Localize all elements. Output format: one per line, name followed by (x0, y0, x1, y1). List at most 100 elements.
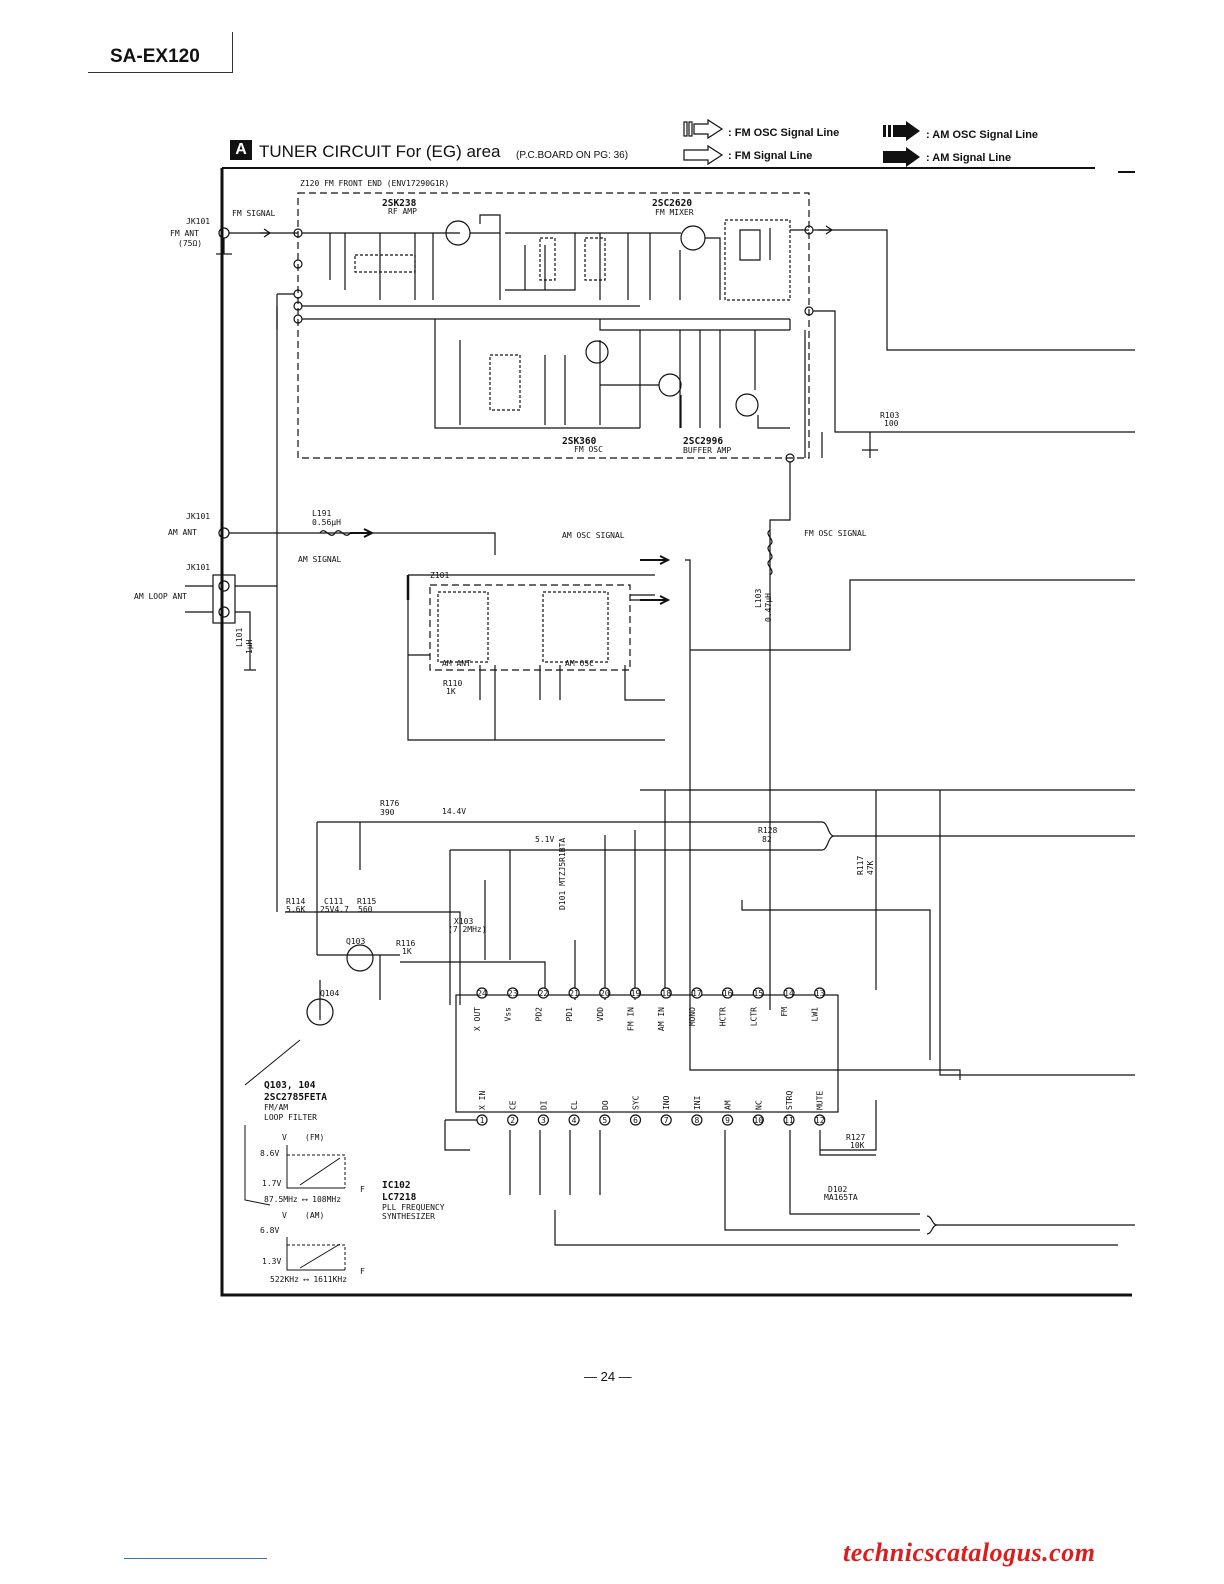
ic102-label: IC102 (382, 1180, 411, 1191)
ic-pin-name: CL (570, 1100, 579, 1110)
r103-value: 100 (884, 419, 899, 428)
r117-label: R117 (856, 856, 865, 875)
ic-pin-number: 10 (753, 1116, 763, 1125)
d102-label: D102 (828, 1185, 847, 1194)
ic-pin-5: 5DO (599, 1100, 611, 1126)
am-osc-signal-label: AM OSC SIGNAL (562, 531, 625, 540)
ic-pin-name: X OUT (473, 1007, 482, 1031)
ic-pin-4: 4CL (568, 1100, 580, 1126)
ic-pin-number: 21 (569, 989, 579, 998)
z101-box (429, 584, 631, 671)
ic-pin-number: 6 (633, 1116, 638, 1125)
legend-icons-right (883, 121, 920, 167)
ic-pin-number: 16 (723, 989, 733, 998)
d101-label: D101 MTZJ5R1BTA (558, 838, 567, 910)
ic-pin-2: 2CE (507, 1100, 519, 1126)
am-signal-arrow-icon (883, 147, 920, 167)
footer-rule (124, 1558, 267, 1559)
ic-pin-name: DI (539, 1100, 548, 1110)
mixer-part: 2SC2620 (652, 198, 692, 209)
ic-pin-number: 5 (602, 1116, 607, 1125)
r128-label: R128 (758, 826, 777, 835)
frontend-label: Z120 FM FRONT END (ENV17290G1R) (300, 179, 449, 188)
ic-pin-name: PD1 (565, 1007, 574, 1022)
ic-pin-name: AM (724, 1100, 733, 1110)
legend-am-osc: : AM OSC Signal Line (926, 129, 1039, 141)
q-parts-label: Q103, 104 (264, 1080, 316, 1091)
buffer-role: BUFFER AMP (683, 446, 731, 455)
legend-fm-signal: : FM Signal Line (728, 150, 813, 162)
graph-fm-vlow: 1.7V (262, 1179, 281, 1188)
ic-pin-number: 19 (631, 989, 641, 998)
graph-am-mode: (AM) (305, 1211, 324, 1220)
r116-value: 1K (402, 947, 412, 956)
graph-fm-mode: (FM) (305, 1133, 324, 1142)
ic-pin-name: FM (780, 1007, 789, 1017)
voltage-14-4: 14.4V (442, 807, 466, 816)
l103-value: 0.47μH (764, 593, 773, 622)
ic-pin-24: 24 X OUT (473, 987, 488, 1031)
fm-signal-label: FM SIGNAL (232, 209, 276, 218)
graph-am-axis: V (282, 1211, 287, 1220)
mixer-role: FM MIXER (655, 208, 694, 217)
ic-pin-name: STRQ (785, 1091, 794, 1110)
ic-pin-1: 1X IN (476, 1091, 488, 1126)
header-vrule (232, 32, 233, 73)
fm-signal-arrow-icon (683, 144, 724, 166)
am-signal-label: AM SIGNAL (298, 555, 342, 564)
fm-mixer-transistor (680, 225, 706, 251)
r176-value: 390 (380, 808, 395, 817)
voltage-5-1: 5.1V (535, 835, 554, 844)
page-title: TUNER CIRCUIT For (EG) area (259, 142, 501, 161)
diagram-border-left-bottom (220, 168, 1132, 1297)
jk101-fm-label: JK101 (186, 217, 210, 226)
fm-osc-arrow-icon (683, 118, 724, 140)
r115-value: 560 (358, 905, 373, 914)
d102-value: MA165TA (824, 1193, 858, 1202)
watermark: technicscatalogus.com (843, 1538, 1096, 1567)
buffer-transistor-1 (658, 373, 682, 397)
ic-part-label: LC7218 (382, 1192, 417, 1203)
ic-pin-number: 24 (477, 989, 487, 998)
fm-osc-signal-label: FM OSC SIGNAL (804, 529, 867, 538)
ic-pin-number: 8 (694, 1116, 699, 1125)
loop-filter-graphs (244, 1039, 346, 1271)
l191-value: 0.56μH (312, 518, 341, 527)
graph-fm-vhigh: 8.6V (260, 1149, 279, 1158)
ic-pins-bottom: 1X IN2CE3DI4CL5DO6SYC7INO8INI9AM10NC11ST… (476, 1091, 826, 1126)
fm-ant-ohm-label: (75Ω) (178, 239, 202, 248)
jk101-am-label: JK101 (186, 512, 210, 521)
ic-pin-number: 11 (784, 1116, 794, 1125)
c111-label: C111 (324, 897, 343, 906)
ic-pin-name: LW1 (811, 1007, 820, 1022)
ic-pin-number: 23 (508, 989, 518, 998)
ic102-body (455, 994, 839, 1113)
graph-fm-range: 87.5MHz ⟷ 108MHz (264, 1195, 341, 1204)
graph-am-vlow: 1.3V (262, 1257, 281, 1266)
l103-label: L103 (754, 589, 763, 608)
ic-pin-name: AM IN (657, 1007, 666, 1031)
q103-label: Q103 (346, 937, 365, 946)
fm-front-end-box (297, 192, 810, 459)
r114-label: R114 (286, 897, 305, 906)
graph-am-range: 522KHz ⟷ 1611KHz (270, 1275, 347, 1284)
graph-fm-faxis: F (360, 1185, 365, 1194)
ic-pin-name: FM IN (627, 1007, 636, 1031)
ic-pin-name: INO (662, 1095, 671, 1110)
am-ant-label: AM ANT (168, 528, 197, 537)
r116-label: R116 (396, 939, 415, 948)
am-osc-arrow-icon (883, 121, 920, 141)
page-subtitle: (P.C.BOARD ON PG: 36) (516, 150, 629, 161)
ic-pin-number: 7 (664, 1116, 669, 1125)
am-loop-jack (212, 574, 236, 624)
c111-value: 25V4.7 (320, 905, 349, 914)
r110-value: 1K (446, 687, 456, 696)
